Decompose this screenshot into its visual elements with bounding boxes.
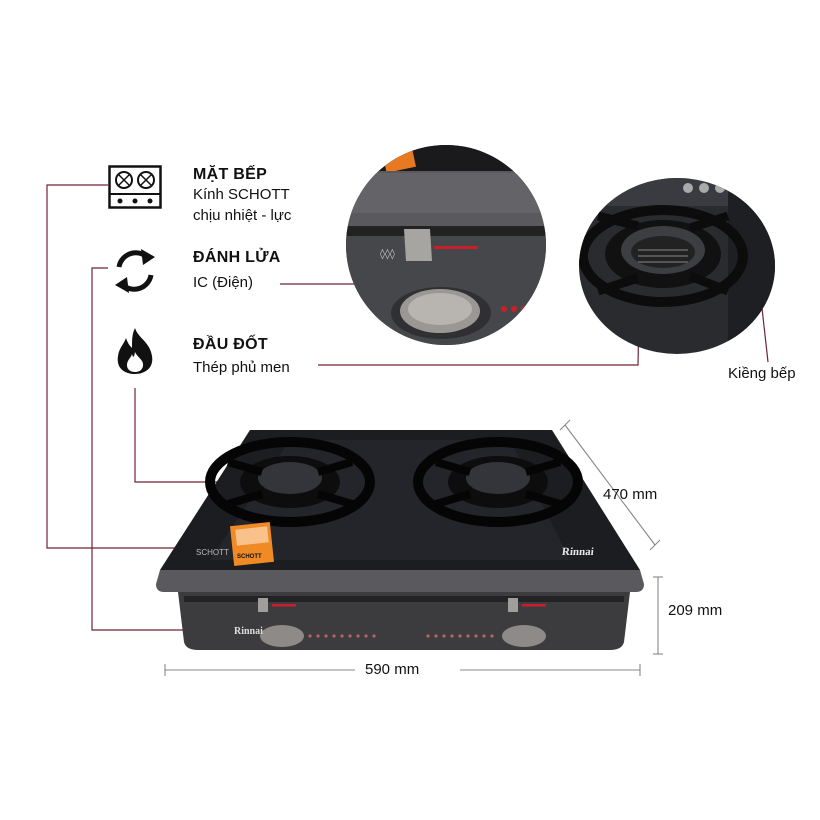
sticker-label: SCHOTT: [237, 554, 262, 560]
feature-ignition: ĐÁNH LỬA IC (Điện): [193, 249, 281, 293]
height-label: 209 mm: [668, 602, 723, 619]
feature-burner: ĐẦU ĐỐT Thép phủ men: [193, 336, 290, 378]
refresh-ignition-icon: [115, 249, 155, 293]
feature-ignition-title: ĐÁNH LỬA: [193, 249, 281, 266]
feature-burner-title: ĐẦU ĐỐT: [193, 336, 268, 353]
cooktop-icon: [108, 165, 162, 209]
flame-icon: [117, 328, 153, 374]
feature-glass-title: MẶT BẾP: [193, 166, 268, 183]
glass-brand-label: Rinnai: [561, 546, 595, 558]
support-label: Kiềng bếp: [728, 365, 796, 382]
gas-stove-photo: [156, 430, 644, 650]
svg-text:◊◊◊: ◊◊◊: [380, 248, 395, 260]
feature-glass-line2: chịu nhiệt - lực: [193, 207, 292, 224]
glass-schott-label: SCHOTT: [196, 548, 229, 557]
feature-glass: MẶT BẾP Kính SCHOTT chịu nhiệt - lực: [193, 166, 291, 226]
feature-ignition-line1: IC (Điện): [193, 274, 254, 291]
feature-burner-line1: Thép phủ men: [193, 359, 290, 376]
feature-glass-line1: Kính SCHOTT: [193, 186, 290, 203]
depth-label: 470 mm: [603, 486, 658, 503]
ignition-connector: [91, 267, 270, 631]
depth-dim-line: [564, 424, 656, 546]
glass-connector: [46, 184, 296, 549]
knob-detail-photo: ◊◊◊: [346, 145, 546, 345]
width-label: 590 mm: [365, 661, 420, 678]
front-brand-label: Rinnai: [234, 626, 263, 637]
pan-support-detail-photo: [579, 178, 775, 354]
